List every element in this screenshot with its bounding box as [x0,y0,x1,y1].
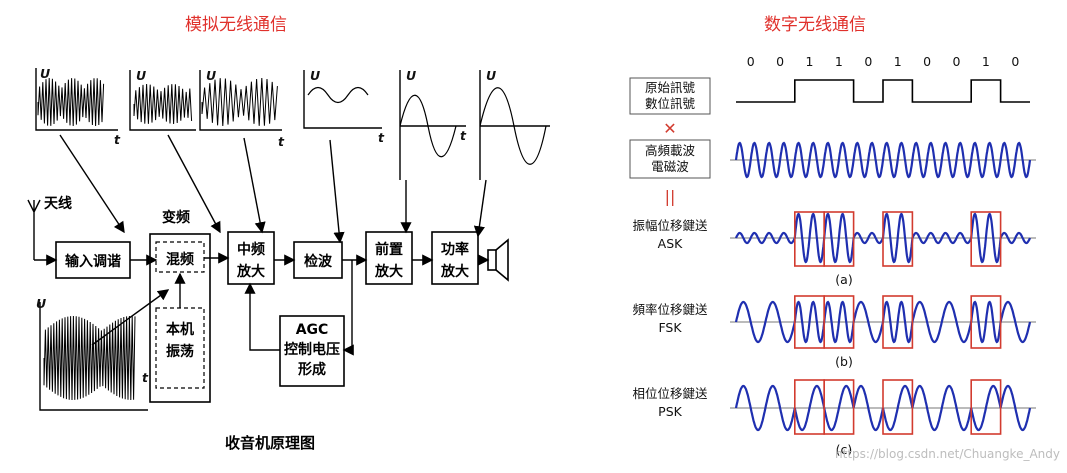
digital-square-wave [736,79,1030,103]
preamp-block [365,231,413,285]
agc-label-3: 形成 [298,361,326,378]
fsk-label-2: FSK [658,320,682,335]
lo-wave [43,315,136,401]
multiply-symbol: ✕ [663,119,676,138]
psk-label-2: PSK [658,404,682,419]
power-amp-label-1: 功率 [441,241,469,258]
rf-wave-1 [37,77,105,127]
ask-bit-window [882,211,914,267]
psk-bit-window [970,379,1002,435]
carrier-box [629,139,711,179]
mixer-label: 混频 [166,251,194,268]
bit-label: 1 [806,54,814,69]
power-signal-plot: U [479,68,550,180]
psk-caption: (c) [836,442,853,457]
axis-u-label: U [40,66,50,81]
agc-block [279,315,345,387]
input-tuning-block [55,241,131,279]
axis-u-label: U [136,68,146,83]
if-wave [201,77,278,127]
watermark: https://blog.csdn.net/Chuangke_Andy [835,447,1060,461]
preamp-label-2: 放大 [374,263,403,280]
ask-bit-window [970,211,1002,267]
input-tuning-label: 输入调谐 [65,253,121,270]
antenna-label: 天线 [44,195,72,212]
axis-t-label: t [114,132,121,147]
local-oscillator-plot: U t [36,296,149,411]
agc-label-2: 控制电压 [284,341,340,358]
carrier-label-1: 高頻載波 [645,143,696,158]
rf-signal-plot-2: U [129,68,196,131]
ask-caption: (a) [835,272,852,287]
bit-label: 0 [953,54,961,69]
modulation-waves [730,141,1036,435]
power-amp-block [431,231,479,285]
carrier-wave [734,141,1032,179]
rf-signal-plot-1: U t [35,66,121,147]
power-wave [479,87,547,165]
preamp-wave [399,94,457,158]
audio-signal-plot: U t [303,68,385,145]
ask-label-1: 振幅位移鍵送 [632,218,708,233]
carrier-label-2: 電磁波 [651,159,689,174]
agc-label-1: AGC [296,322,329,338]
source-signal-box [629,77,711,115]
if-amp-label-1: 中频 [237,241,265,258]
if-amp-label-2: 放大 [236,263,265,280]
if-amp-block [227,231,275,285]
antenna-icon: 天线 [27,195,72,260]
psk-bit-window [882,379,914,435]
axis-u-label: U [406,68,416,83]
diagram-caption: 收音机原理图 [225,434,315,452]
digital-diagram: 0 0 1 1 0 1 0 0 1 0 原始訊號 數位訊號 ✕ 高頻載波 電磁波 || 振幅位移鍵… [629,54,1060,461]
preamp-label-1: 前置 [375,241,403,258]
bit-label: 0 [864,54,872,69]
fsk-caption: (b) [835,354,853,369]
bit-label: 0 [776,54,784,69]
audio-wave [307,86,369,104]
axis-u-label: U [310,68,320,83]
local-osc-label-2: 振荡 [166,343,194,360]
equals-symbol: || [665,187,676,206]
axis-u-label: U [486,68,496,83]
rf-wave-2 [133,83,193,125]
speaker-icon [487,238,509,282]
if-signal-plot: U t [199,68,285,149]
analog-diagram: U t U U t U t U t U U t 天线 [27,66,550,452]
axis-t-label: t [142,370,149,385]
axis-t-label: t [278,134,285,149]
fsk-bit-window [882,295,914,349]
signal-wires [34,134,490,356]
mix-group-label: 变频 [162,209,190,226]
bit-labels: 0 0 1 1 0 1 0 0 1 0 [747,54,1020,69]
psk-label-1: 相位位移鍵送 [632,386,708,401]
bit-label: 1 [835,54,843,69]
psk-bit-window [823,379,855,435]
axis-u-label: U [36,296,46,311]
bit-label: 0 [747,54,755,69]
bit-label: 0 [923,54,931,69]
source-label-2: 數位訊號 [645,96,696,111]
fsk-bit-window [823,295,855,349]
ask-bit-window [823,211,855,267]
mix-group-box [149,233,211,403]
bit-label: 0 [1011,54,1019,69]
ask-label-2: ASK [658,236,683,251]
fsk-bit-window [970,295,1002,349]
detector-block [293,241,343,279]
local-osc-label-1: 本机 [166,321,194,338]
source-label-1: 原始訊號 [645,80,696,95]
axis-t-label: t [378,130,385,145]
analog-title: 模拟无线通信 [185,15,287,35]
digital-title: 数字无线通信 [764,15,866,35]
bit-label: 1 [982,54,990,69]
fsk-label-1: 頻率位移鍵送 [632,302,708,317]
axis-t-label: t [460,128,467,143]
detector-label: 检波 [304,253,333,270]
preamp-signal-plot: U t [399,68,467,180]
bit-label: 1 [894,54,902,69]
power-amp-label-2: 放大 [440,263,469,280]
axis-u-label: U [206,68,216,83]
